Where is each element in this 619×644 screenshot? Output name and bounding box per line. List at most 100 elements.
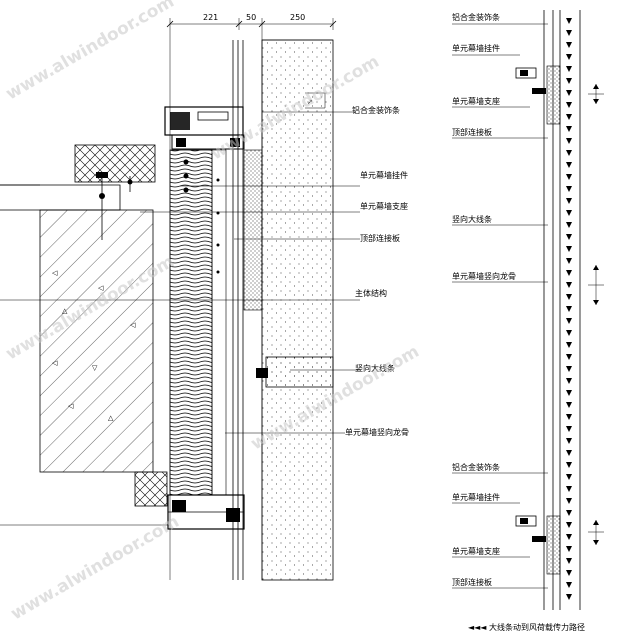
top-bracket	[515, 65, 561, 125]
elevation-view: 铝合金装饰条 单元幕墙挂件 单元幕墙支座 顶部连接板 竖向大线条 单元幕墙竖向龙…	[452, 10, 604, 632]
load-arrow	[566, 246, 572, 252]
load-arrow	[566, 198, 572, 204]
load-arrow	[566, 174, 572, 180]
load-arrow	[566, 330, 572, 336]
load-arrow	[566, 594, 572, 600]
dimension-line: 221 50 250	[166, 13, 337, 30]
load-arrow	[566, 354, 572, 360]
svg-text:▽: ▽	[92, 364, 98, 372]
top-frame-profile	[164, 106, 245, 150]
panel-inner-frame	[211, 149, 227, 496]
load-arrow	[566, 486, 572, 492]
fire-insulation	[243, 149, 263, 311]
svg-text:◁: ◁	[52, 359, 58, 367]
vertical-line-clip	[256, 368, 268, 378]
load-arrow	[566, 462, 572, 468]
load-arrow	[566, 558, 572, 564]
label-trim: 铝合金装饰条	[352, 105, 400, 115]
load-arrow	[566, 318, 572, 324]
load-arrow	[566, 126, 572, 132]
load-arrow	[566, 102, 572, 108]
load-arrow	[566, 30, 572, 36]
watermark-text-4: www.alwindoor.com	[8, 512, 183, 625]
load-arrow	[566, 138, 572, 144]
svg-text:◁: ◁	[68, 402, 74, 410]
load-arrow	[566, 114, 572, 120]
load-arrow	[566, 66, 572, 72]
svg-text:△: △	[62, 307, 68, 315]
load-arrow	[566, 390, 572, 396]
elev-label-top-plate: 顶部连接板	[452, 127, 492, 137]
trim-marker	[305, 92, 326, 109]
load-arrow	[566, 474, 572, 480]
anchor-bolt	[96, 172, 133, 240]
load-arrow	[566, 210, 572, 216]
load-arrow	[566, 510, 572, 516]
load-arrow	[566, 414, 572, 420]
load-arrow	[566, 426, 572, 432]
watermark: www.alwindoor.com www.alwindoor.com www.…	[3, 0, 423, 624]
load-arrow	[566, 582, 572, 588]
elev-label-bottom-plate: 顶部连接板	[452, 577, 492, 587]
svg-text:◁: ◁	[52, 269, 58, 277]
load-arrow	[566, 546, 572, 552]
label-main-structure: 主体结构	[355, 288, 387, 298]
load-arrow	[566, 438, 572, 444]
label-hanger: 单元幕墙挂件	[360, 170, 408, 180]
dimension-221: 221	[203, 13, 218, 22]
embedded-block	[74, 144, 156, 183]
load-arrow	[566, 342, 572, 348]
svg-text:◁: ◁	[98, 284, 104, 292]
elev-label-bottom-support: 单元幕墙支座	[452, 546, 500, 556]
load-arrow	[566, 366, 572, 372]
load-arrow	[566, 162, 572, 168]
load-arrow	[566, 498, 572, 504]
concrete-slab: ◁ ◁ △ ◁ ▽ ◁ △ ◁	[0, 184, 154, 473]
load-path-arrows	[566, 18, 572, 600]
elev-label-top-support: 单元幕墙支座	[452, 96, 500, 106]
elev-label-vertical-line: 竖向大线条	[452, 214, 492, 224]
watermark-text-1: www.alwindoor.com	[3, 0, 178, 104]
label-support: 单元幕墙支座	[360, 201, 408, 211]
elev-label-top-hanger: 单元幕墙挂件	[452, 43, 500, 53]
svg-text:△: △	[108, 414, 114, 422]
elevation-leaders	[452, 23, 548, 589]
load-arrow	[566, 378, 572, 384]
load-arrow	[566, 522, 572, 528]
load-arrow	[566, 282, 572, 288]
load-arrow	[566, 18, 572, 24]
dimension-250: 250	[290, 13, 305, 22]
load-arrow	[566, 450, 572, 456]
label-mullion: 单元幕墙竖向龙骨	[345, 427, 409, 437]
section-leaders	[0, 111, 360, 434]
svg-text:◁: ◁	[130, 321, 136, 329]
load-arrow	[566, 222, 572, 228]
load-arrow	[566, 570, 572, 576]
dimension-50: 50	[246, 13, 256, 22]
load-arrow	[566, 90, 572, 96]
load-arrow	[566, 270, 572, 276]
legend-text: ◄◄◄ 大线条动到风荷载传力路径	[468, 622, 585, 632]
label-vertical-line: 竖向大线条	[355, 363, 395, 373]
bottom-bracket	[515, 515, 561, 575]
bottom-embedded-block	[134, 471, 168, 507]
load-arrow	[566, 294, 572, 300]
load-arrow	[566, 78, 572, 84]
elev-label-bottom-hanger: 单元幕墙挂件	[452, 492, 500, 502]
elev-label-bottom-trim: 铝合金装饰条	[452, 462, 500, 472]
elev-label-top-trim: 铝合金装饰条	[452, 12, 500, 22]
load-arrow	[566, 54, 572, 60]
concrete-column	[261, 39, 334, 581]
load-arrow	[566, 306, 572, 312]
movement-arrows	[588, 84, 604, 545]
load-arrow	[566, 534, 572, 540]
vertical-line-box	[265, 356, 334, 388]
load-arrow	[566, 402, 572, 408]
load-arrow	[566, 258, 572, 264]
section-view: 221 50 250 ◁ ◁ △ ◁ ▽ ◁ △ ◁	[0, 13, 409, 581]
load-arrow	[566, 186, 572, 192]
elev-label-mullion: 单元幕墙竖向龙骨	[452, 271, 516, 281]
label-top-plate: 顶部连接板	[360, 233, 400, 243]
panel-dots	[183, 159, 220, 274]
